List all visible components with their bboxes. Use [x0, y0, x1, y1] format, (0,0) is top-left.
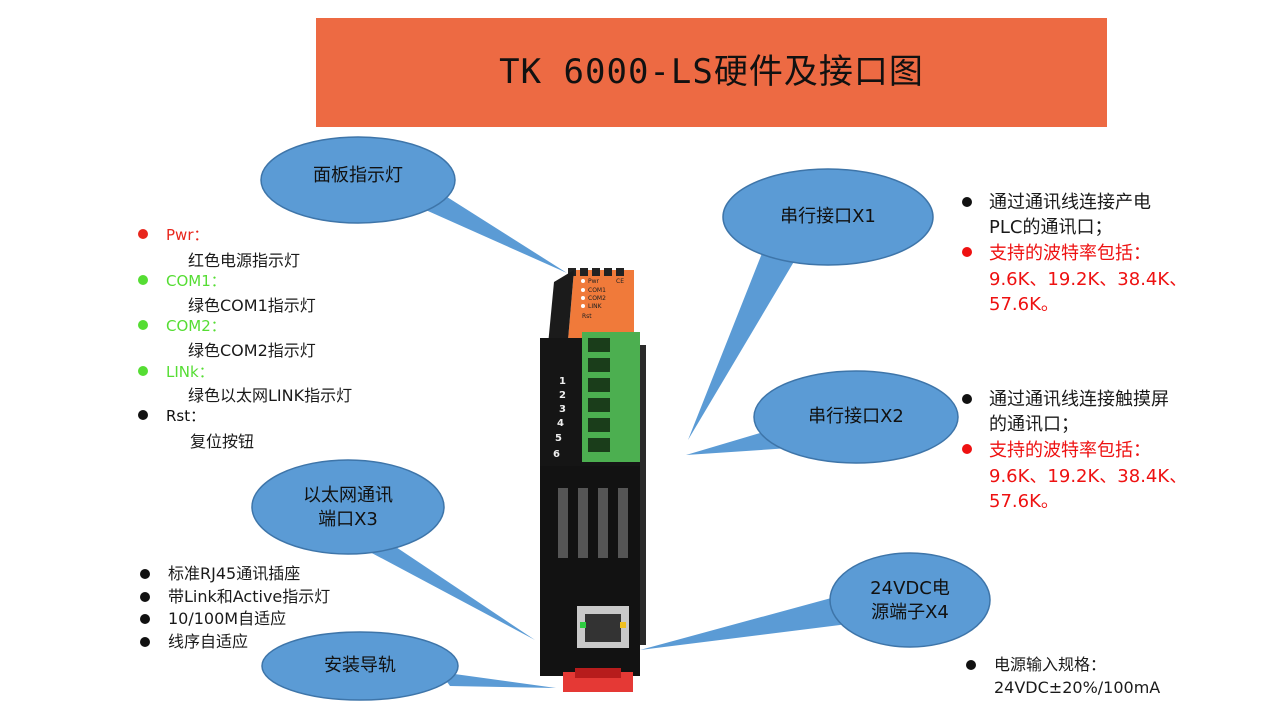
- bubble-x3-label-line1: 以太网通讯: [303, 485, 393, 506]
- vent-slot: [558, 488, 568, 558]
- bullet-dot: [138, 275, 148, 285]
- vent-slot: [578, 488, 588, 558]
- bubble-ethernet-x3: [251, 459, 445, 555]
- ethernet-feature: 标准RJ45通讯插座: [168, 564, 301, 583]
- x1-baud-line1: 9.6K、19.2K、38.4K、: [989, 269, 1188, 290]
- x2-baud-line1: 9.6K、19.2K、38.4K、: [989, 466, 1188, 487]
- vent-slot: [618, 488, 628, 558]
- bullet-dot: [138, 320, 148, 330]
- bubble-serial-x1: [722, 168, 934, 266]
- x1-baud-title: 支持的波特率包括：: [989, 243, 1151, 264]
- bullet-dot: [966, 660, 976, 670]
- ethernet-feature: 带Link和Active指示灯: [168, 587, 331, 606]
- x2-note-line2: 的通讯口；: [989, 414, 1079, 435]
- bubble-rail-label: 安装导轨: [324, 655, 396, 676]
- bullet-dot: [140, 614, 150, 624]
- device-module: [540, 268, 646, 692]
- indicator-name: COM2：: [166, 317, 226, 335]
- title-banner: [316, 18, 1107, 127]
- bullet-dot: [140, 637, 150, 647]
- bubble-rail: [261, 631, 459, 701]
- page-title: TK 6000-LS硬件及接口图: [499, 52, 924, 92]
- bubble-power-x4: [829, 552, 991, 648]
- x1-note-line1: 通过通讯线连接产电: [989, 192, 1151, 213]
- indicator-name: Pwr：: [166, 226, 209, 244]
- indicator-desc: 绿色COM2指示灯: [188, 341, 316, 360]
- indicator-desc: 红色电源指示灯: [188, 251, 301, 270]
- bullet-dot: [962, 247, 972, 257]
- bubble-x1-label: 串行接口X1: [780, 206, 876, 227]
- x1-note-line2: PLC的通讯口；: [989, 217, 1113, 238]
- pin-number: 4: [557, 418, 564, 429]
- led-label-pwr: Pwr: [588, 278, 600, 285]
- indicator-name: Rst：: [166, 407, 206, 425]
- x2-baud-title: 支持的波特率包括：: [989, 440, 1151, 461]
- pin-number: 1: [559, 376, 566, 387]
- ce-mark: CE: [616, 278, 624, 285]
- bullet-dot: [140, 569, 150, 579]
- ethernet-feature: 10/100M自适应: [168, 609, 287, 628]
- x2-baud-line2: 57.6K。: [989, 491, 1059, 512]
- bubble-x4-label-line1: 24VDC电: [870, 578, 950, 599]
- bullet-dot: [962, 394, 972, 404]
- bubble-x2-label: 串行接口X2: [808, 406, 904, 427]
- vent-slot: [598, 488, 608, 558]
- indicator-desc: 绿色以太网LINK指示灯: [188, 386, 353, 405]
- rst-label: Rst: [582, 313, 592, 320]
- indicator-desc: 复位按钮: [190, 432, 255, 451]
- bullet-dot: [962, 197, 972, 207]
- pin-number: 6: [553, 449, 560, 460]
- x2-note-line1: 通过通讯线连接触摸屏: [989, 389, 1169, 410]
- indicator-name: COM1：: [166, 272, 226, 290]
- led-label-link: LINK: [588, 303, 603, 310]
- power-spec-label: 电源输入规格：: [994, 655, 1107, 674]
- bubble-x3-label-line2: 端口X3: [318, 509, 378, 530]
- power-spec-value: 24VDC±20%/100mA: [994, 678, 1161, 697]
- bullet-dot: [138, 410, 148, 420]
- bullet-dot: [140, 592, 150, 602]
- indicator-name: LINk：: [166, 363, 214, 381]
- led-label-com1: COM1: [588, 287, 606, 294]
- bubble-x4-label-line2: 源端子X4: [871, 602, 949, 623]
- device-top-panel: [568, 270, 634, 340]
- pin-number: 3: [559, 404, 566, 415]
- x1-baud-line2: 57.6K。: [989, 294, 1059, 315]
- pin-number: 2: [559, 390, 566, 401]
- pin-number: 5: [555, 433, 562, 444]
- bubble-serial-x2: [753, 370, 959, 464]
- bullet-dot: [138, 229, 148, 239]
- bubble-panel-indicators: [260, 136, 456, 224]
- led-label-com2: COM2: [588, 295, 606, 302]
- indicator-desc: 绿色COM1指示灯: [188, 296, 316, 315]
- ethernet-feature: 线序自适应: [168, 632, 249, 651]
- bullet-dot: [962, 444, 972, 454]
- bullet-dot: [138, 366, 148, 376]
- bubble-panel-label: 面板指示灯: [313, 165, 403, 186]
